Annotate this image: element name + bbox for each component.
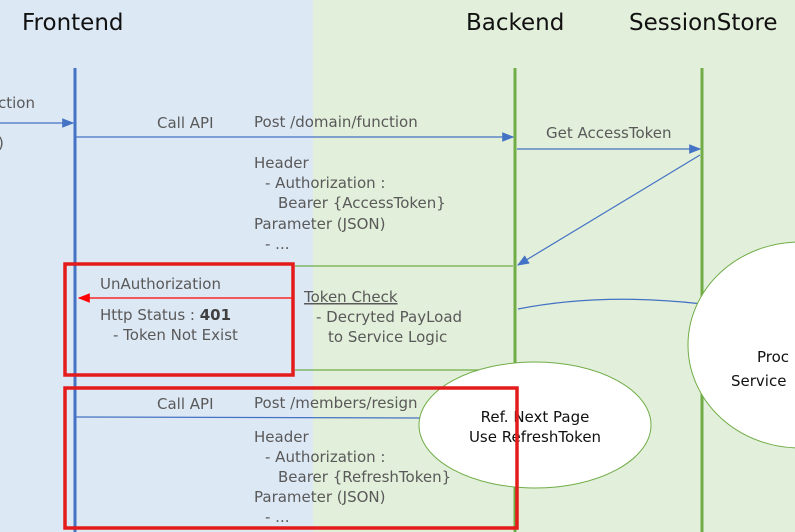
authorization-2-label: - Authorization : <box>265 448 385 466</box>
token-check-title: Token Check <box>303 288 398 306</box>
process-line1: Proc <box>757 348 789 366</box>
error-detail: - Token Not Exist <box>113 326 238 344</box>
header-label: Header <box>254 154 309 172</box>
ellipsis-label: - ... <box>265 235 290 253</box>
token-check-line2: to Service Logic <box>328 328 447 346</box>
token-return-arrow <box>516 154 701 266</box>
endpoint-label: Post /domain/function <box>254 113 418 131</box>
token-check-line1: - Decryted PayLoad <box>316 308 462 326</box>
endpoint-2-label: Post /members/resign <box>254 394 418 412</box>
backend-title: Backend <box>466 10 564 36</box>
frontend-title: Frontend <box>22 10 124 36</box>
process-ellipse <box>687 241 795 449</box>
error-highlight-box <box>63 262 295 377</box>
left-cut-label: ction <box>0 94 35 112</box>
get-token-label: Get AccessToken <box>546 124 672 142</box>
parameter-2-label: Parameter (JSON) <box>254 488 385 506</box>
ref-note-line2: Use RefreshToken <box>469 428 601 446</box>
call-api-2-label: Call API <box>157 395 214 413</box>
call-api-2-arrow <box>75 416 421 419</box>
parameter-label: Parameter (JSON) <box>254 215 385 233</box>
frontend-lane <box>0 0 313 532</box>
authorization-label: - Authorization : <box>265 174 385 192</box>
resign-highlight-box <box>63 386 519 530</box>
header-2-label: Header <box>254 428 309 446</box>
bearer-2-label: Bearer {RefreshToken} <box>278 468 451 486</box>
left-cut-label-bottom: ) <box>0 134 4 152</box>
ellipsis-2-label: - ... <box>265 508 290 526</box>
bearer-label: Bearer {AccessToken} <box>278 194 446 212</box>
status-line: Http Status : 401 <box>100 306 231 324</box>
ref-note-ellipse <box>418 361 652 489</box>
call-api-label: Call API <box>157 114 214 132</box>
error-title: UnAuthorization <box>100 275 221 293</box>
sessionstore-title: SessionStore <box>629 10 778 36</box>
process-line2: Service <box>731 372 786 390</box>
ref-note-line1: Ref. Next Page <box>481 408 590 426</box>
